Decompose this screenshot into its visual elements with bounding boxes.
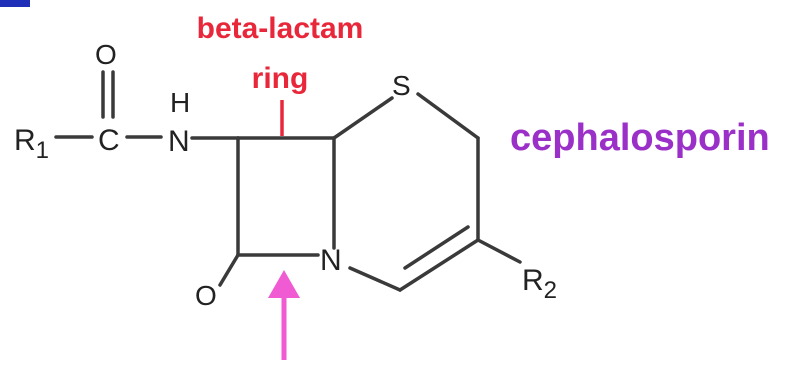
sulfur-atom: S — [392, 70, 411, 101]
amide-bond-arrow — [268, 270, 300, 360]
cropped-corner-mark — [0, 0, 30, 7]
amide-hydrogen: H — [170, 87, 190, 118]
ring-label-line1: beta-lactam — [197, 12, 364, 45]
lactam-carbonyl-bond — [218, 253, 240, 287]
bond-c-s — [332, 96, 394, 140]
bond-c3-c4 — [398, 238, 480, 292]
r1-label: R1 — [14, 124, 49, 164]
bond-r2 — [476, 238, 522, 264]
bond-s-ch2 — [416, 92, 480, 140]
compound-name: cephalosporin — [510, 117, 770, 159]
ring-nitrogen: N — [320, 244, 342, 277]
bond-c4-n — [348, 266, 402, 292]
carbonyl-oxygen: O — [95, 39, 117, 70]
lactam-oxygen: O — [195, 280, 217, 311]
carbonyl-carbon: C — [98, 124, 120, 157]
bond-c3-c4-double — [403, 225, 470, 270]
ring-label-line2: ring — [252, 62, 309, 95]
arrow-head — [268, 270, 300, 298]
amide-nitrogen: N — [168, 125, 190, 158]
r2-label: R2 — [522, 264, 557, 304]
